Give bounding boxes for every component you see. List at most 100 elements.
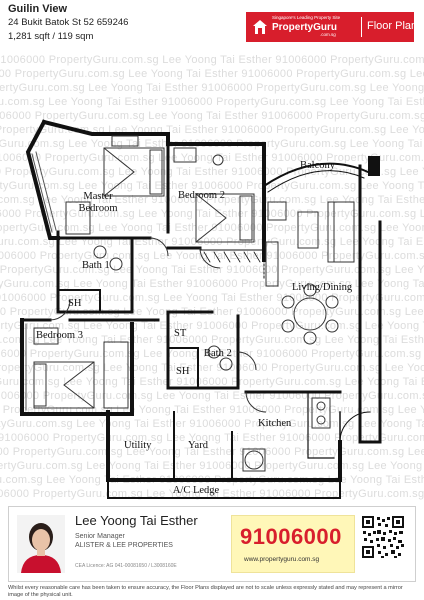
bath-2-sink: [207, 345, 221, 359]
kitchen-counter: [307, 391, 335, 459]
stove-burner: [316, 401, 326, 411]
bedroom-3-label: Bedroom 3: [36, 330, 83, 341]
banner-divider: [361, 17, 362, 37]
armchair: [267, 201, 287, 221]
bedroom-3-pillows: [33, 363, 47, 407]
balcony-label: Balcony: [300, 160, 336, 171]
watermark-line: 91006000 PropertyGuru.com.sg Lee Yoong T…: [0, 376, 424, 388]
ac-ledge-label: A/C Ledge: [173, 485, 220, 496]
bedroom-2-pillows: [239, 195, 253, 241]
watermark-line: 91006000 PropertyGuru.com.sg Lee Yoong T…: [0, 180, 424, 192]
dining-chair: [325, 295, 339, 309]
watermark-line: 91006000 PropertyGuru.com.sg Lee Yoong T…: [0, 82, 424, 94]
master-desk: [111, 135, 139, 147]
watermark-line: 91006000 PropertyGuru.com.sg Lee Yoong T…: [0, 96, 424, 108]
propertyguru-banner[interactable]: Singapore's Leading Property Site Proper…: [246, 12, 423, 42]
agent-license: CEA Licence: AG 041-00081650 / L3008160E: [75, 563, 177, 569]
yard-label: Yard: [188, 440, 209, 451]
website-link[interactable]: www.propertyguru.com.sg: [244, 556, 320, 563]
watermark-line: 91006000 PropertyGuru.com.sg Lee Yoong T…: [0, 320, 424, 332]
qr-code-icon[interactable]: [361, 515, 405, 559]
bath-2-door-swing: [237, 351, 257, 371]
bedroom-2-top-wall: [166, 142, 266, 262]
dining-chair: [281, 319, 295, 333]
bath-2-toilet: [219, 357, 233, 371]
bedroom-2-wardrobe-pattern: [203, 251, 261, 263]
bedroom-3-door-swing: [49, 299, 71, 321]
disclaimer: Whilst every reasonable care has been ta…: [8, 585, 403, 598]
watermark-line: 91006000 PropertyGuru.com.sg Lee Yoong T…: [0, 110, 424, 122]
floor-plans-label: Floor Plans: [367, 20, 423, 32]
dining-table: [293, 297, 327, 331]
master-bed-pillows: [149, 149, 163, 195]
utility-label: Utility: [124, 440, 152, 451]
bedroom-3-walls: [20, 318, 134, 416]
ac-ledge: [107, 479, 341, 499]
kitchen-door-swing: [245, 391, 267, 413]
bath-1-toilet: [109, 257, 123, 271]
washing-machine: [244, 450, 264, 470]
washing-machine-box: [242, 448, 266, 472]
agent-card[interactable]: Lee Yoong Tai Esther Senior Manager ALIS…: [8, 506, 416, 582]
sofa: [333, 201, 355, 263]
bedroom-3-desk: [33, 327, 59, 345]
dining-chair: [303, 283, 317, 297]
living-dining-label: Living/Dining: [292, 282, 353, 293]
watermark-line: 91006000 PropertyGuru.com.sg Lee Yoong T…: [0, 152, 424, 164]
stove-burner: [316, 415, 326, 425]
master-bedroom-label: Master: [83, 191, 113, 202]
kitchen-label: Kitchen: [258, 418, 292, 429]
bedroom-2-desk: [173, 147, 197, 163]
header: Guilin View 24 Bukit Batok St 52 659246 …: [0, 0, 424, 52]
listing-size: 1,281 sqft / 119 sqm: [8, 31, 94, 42]
bath-2-label: Bath 2: [204, 348, 232, 359]
master-bedroom-wall: [25, 119, 60, 240]
tv-console: [265, 241, 279, 287]
st-sh-divider: [167, 347, 199, 389]
balcony-rail: [267, 170, 365, 193]
master-bedroom-top-wall: [41, 119, 170, 146]
brand-tagline: Singapore's Leading Property Site: [272, 15, 341, 20]
master-bed-blanket: [103, 147, 135, 197]
stove: [311, 397, 331, 429]
dining-chair: [281, 295, 295, 309]
agent-name: Lee Yoong Tai Esther: [75, 513, 198, 528]
house-logo-icon: [253, 20, 267, 34]
watermark-line: 91006000 PropertyGuru.com.sg Lee Yoong T…: [0, 194, 424, 206]
master-window-2: [35, 151, 57, 231]
watermark-line: 91006000 PropertyGuru.com.sg Lee Yoong T…: [0, 264, 424, 276]
brand-logo-text: PropertyGuru: [272, 22, 338, 33]
sh-1-label: SH: [68, 298, 82, 309]
watermark-line: 91006000 PropertyGuru.com.sg Lee Yoong T…: [0, 348, 424, 360]
agent-phone[interactable]: 91006000: [240, 524, 342, 549]
master-door-swing: [149, 237, 169, 257]
column: [368, 156, 380, 176]
master-bedroom-label-2: Bedroom: [78, 203, 117, 214]
bedroom-3-blanket: [63, 361, 95, 409]
bedroom-2-chair: [212, 154, 224, 166]
bath-1-walls: [56, 230, 134, 314]
living-right-wall: [358, 164, 382, 444]
agent-photo: [17, 515, 65, 573]
watermark-line: 91006000 PropertyGuru.com.sg Lee Yoong T…: [0, 278, 424, 290]
watermark-line: 91006000 PropertyGuru.com.sg Lee Yoong T…: [0, 54, 424, 66]
bedroom-2-bed: [195, 193, 255, 243]
balcony-wall: [262, 162, 370, 188]
agent-portrait-icon: [17, 515, 65, 573]
watermark-line: 91006000 PropertyGuru.com.sg Lee Yoong T…: [0, 166, 424, 178]
listing-address: 24 Bukit Batok St 52 659246: [8, 17, 129, 28]
utility-walls: [106, 410, 342, 482]
phone-box[interactable]: 91006000 www.propertyguru.com.sg: [231, 515, 355, 573]
watermark-line: 91006000 PropertyGuru.com.sg Lee Yoong T…: [0, 292, 424, 304]
floor-plan: Master Bedroom Bedroom 2 Bath 1 SH Bedro…: [20, 119, 382, 499]
bath-1-sink: [93, 245, 107, 259]
bath-1-label: Bath 1: [82, 260, 110, 271]
watermark-line: 91006000 PropertyGuru.com.sg Lee Yoong T…: [0, 68, 424, 80]
bedroom-2-label: Bedroom 2: [178, 190, 225, 201]
watermark-line: 91006000 PropertyGuru.com.sg Lee Yoong T…: [0, 362, 424, 374]
watermark-line: 91006000 PropertyGuru.com.sg Lee Yoong T…: [0, 334, 424, 346]
master-wardrobe: [65, 201, 91, 235]
bedroom-2-door-swing: [199, 247, 221, 269]
sh-2-label: SH: [176, 366, 190, 377]
bath-1-sh-divider: [57, 289, 101, 313]
